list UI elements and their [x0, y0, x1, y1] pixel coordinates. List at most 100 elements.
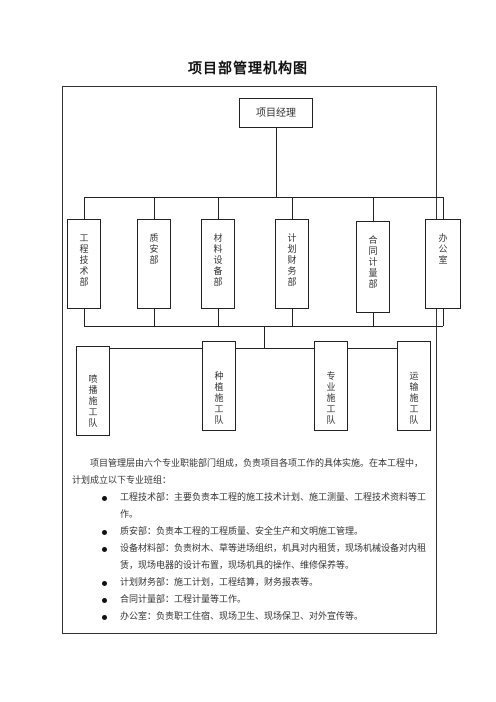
list-item-text: 设备材料部：负责树木、草等进场组织，机具对内租赁，现场机械设备对内租赁，现场电器…: [120, 544, 427, 571]
team-bus: [93, 348, 422, 349]
label-char: 队: [326, 416, 336, 426]
list-item-text: 合同计量部：工程计量等工作。: [120, 595, 247, 605]
team-label-transport: 运输施工队: [398, 372, 430, 427]
label-char: 安: [149, 245, 159, 255]
dept-bus: [84, 197, 443, 198]
list-item: 工程技术部：主要负责本工程的施工技术计划、施工测量、工程技术资料等工作。: [72, 490, 428, 524]
label-char: 运: [409, 372, 419, 382]
bullet-icon: [102, 581, 107, 586]
label-char: 部: [368, 280, 378, 290]
bullet-icon: [102, 496, 107, 501]
label-char: 队: [409, 416, 419, 426]
dept-label-engineering: 工程技术部: [68, 234, 100, 289]
project-manager-box: 项目经理: [239, 98, 313, 128]
dept-rise-6: [443, 309, 444, 326]
list-item: 计划财务部：施工计划，工程结算，财务报表等。: [72, 575, 428, 592]
list-item-text: 工程技术部：主要负责本工程的施工技术计划、施工测量、工程技术资料等工作。: [120, 493, 427, 520]
label-char: 工: [326, 405, 336, 415]
list-item: 设备材料部：负责树木、草等进场组织，机具对内租赁，现场机械设备对内租赁，现场电器…: [72, 541, 428, 575]
label-char: 施: [409, 394, 419, 404]
label-char: 输: [409, 383, 419, 393]
dept-drop-4: [292, 197, 293, 219]
collect-stem: [264, 326, 265, 348]
label-char: 办: [438, 234, 448, 244]
dept-rise-1: [84, 309, 85, 326]
team-box-transport: 运输施工队: [397, 341, 431, 431]
label-char: 合: [368, 236, 378, 246]
label-char: 工: [88, 408, 98, 418]
label-char: 术: [79, 267, 89, 277]
label-char: 质: [149, 234, 159, 244]
bullet-icon: [102, 598, 107, 603]
dept-drop-3: [218, 197, 219, 219]
label-char: 业: [326, 383, 336, 393]
label-char: 务: [287, 267, 297, 277]
dept-box-engineering: 工程技术部: [67, 219, 101, 309]
label-char: 计: [368, 258, 378, 268]
list-item-text: 计划财务部：施工计划，工程结算，财务报表等。: [120, 578, 319, 588]
label-char: 工: [409, 405, 419, 415]
label-char: 财: [287, 256, 297, 266]
label-char: 喷: [88, 375, 98, 385]
label-char: 植: [214, 383, 224, 393]
dept-rise-2: [154, 309, 155, 326]
dept-label-finance: 计划财务部: [276, 234, 308, 289]
dept-drop-1: [84, 197, 85, 219]
label-char: 施: [214, 394, 224, 404]
dept-label-contract: 合同计量部: [357, 236, 389, 291]
label-char: 划: [287, 245, 297, 255]
label-char: 部: [287, 278, 297, 288]
label-char: 种: [214, 372, 224, 382]
team-box-specialist: 专业施工队: [314, 341, 348, 431]
dept-rise-3: [218, 309, 219, 326]
dept-box-office: 办公室: [425, 219, 461, 309]
list-item: 质安部：负责本工程的工程质量、安全生产和文明施工管理。: [72, 524, 428, 541]
bullet-icon: [102, 530, 107, 535]
dept-rise-5: [373, 313, 374, 326]
label-char: 部: [149, 256, 159, 266]
dept-box-finance: 计划财务部: [275, 219, 309, 309]
dept-drop-2: [154, 197, 155, 219]
team-box-spraying: 喷播施工队: [76, 346, 110, 436]
label-char: 工: [214, 405, 224, 415]
dept-box-quality-safety: 质安部: [137, 219, 171, 309]
label-char: 程: [79, 245, 89, 255]
label-char: 工: [79, 234, 89, 244]
label-char: 材: [213, 234, 223, 244]
dept-drop-6: [443, 197, 444, 219]
org-chart-frame: [62, 86, 437, 634]
list-item-text: 质安部：负责本工程的工程质量、安全生产和文明施工管理。: [120, 527, 364, 537]
list-item: 办公室：负责职工住宿、现场卫生、现场保卫、对外宣传等。: [72, 609, 428, 626]
dept-box-materials: 材料设备部: [201, 219, 235, 309]
team-label-specialist: 专业施工队: [315, 372, 347, 427]
collect-bus: [84, 326, 443, 327]
team-label-spraying: 喷播施工队: [77, 375, 109, 430]
label-char: 室: [438, 256, 448, 266]
label-char: 部: [213, 278, 223, 288]
label-char: 公: [438, 245, 448, 255]
label-char: 同: [368, 247, 378, 257]
team-box-planting: 种植施工队: [202, 341, 236, 431]
list-item: 合同计量部：工程计量等工作。: [72, 592, 428, 609]
dept-label-office: 办公室: [426, 234, 460, 267]
label-char: 料: [213, 245, 223, 255]
label-char: 技: [79, 256, 89, 266]
label-char: 专: [326, 372, 336, 382]
description-intro: 项目管理层由六个专业职能部门组成，负责项目各项工作的具体实施。在本工程中，计划成…: [72, 459, 424, 486]
label-char: 计: [287, 234, 297, 244]
label-char: 施: [326, 394, 336, 404]
dept-label-materials: 材料设备部: [202, 234, 234, 289]
list-item-text: 办公室：负责职工住宿、现场卫生、现场保卫、对外宣传等。: [120, 612, 364, 622]
label-char: 部: [79, 278, 89, 288]
label-char: 备: [213, 267, 223, 277]
dept-label-quality-safety: 质安部: [138, 234, 170, 267]
bullet-icon: [102, 615, 107, 620]
label-char: 队: [88, 419, 98, 429]
description: 项目管理层由六个专业职能部门组成，负责项目各项工作的具体实施。在本工程中，计划成…: [72, 456, 428, 626]
bullet-icon: [102, 547, 107, 552]
root-stem: [276, 128, 277, 198]
label-char: 队: [214, 416, 224, 426]
label-char: 施: [88, 397, 98, 407]
dept-drop-5: [373, 197, 374, 221]
label-char: 量: [368, 269, 378, 279]
